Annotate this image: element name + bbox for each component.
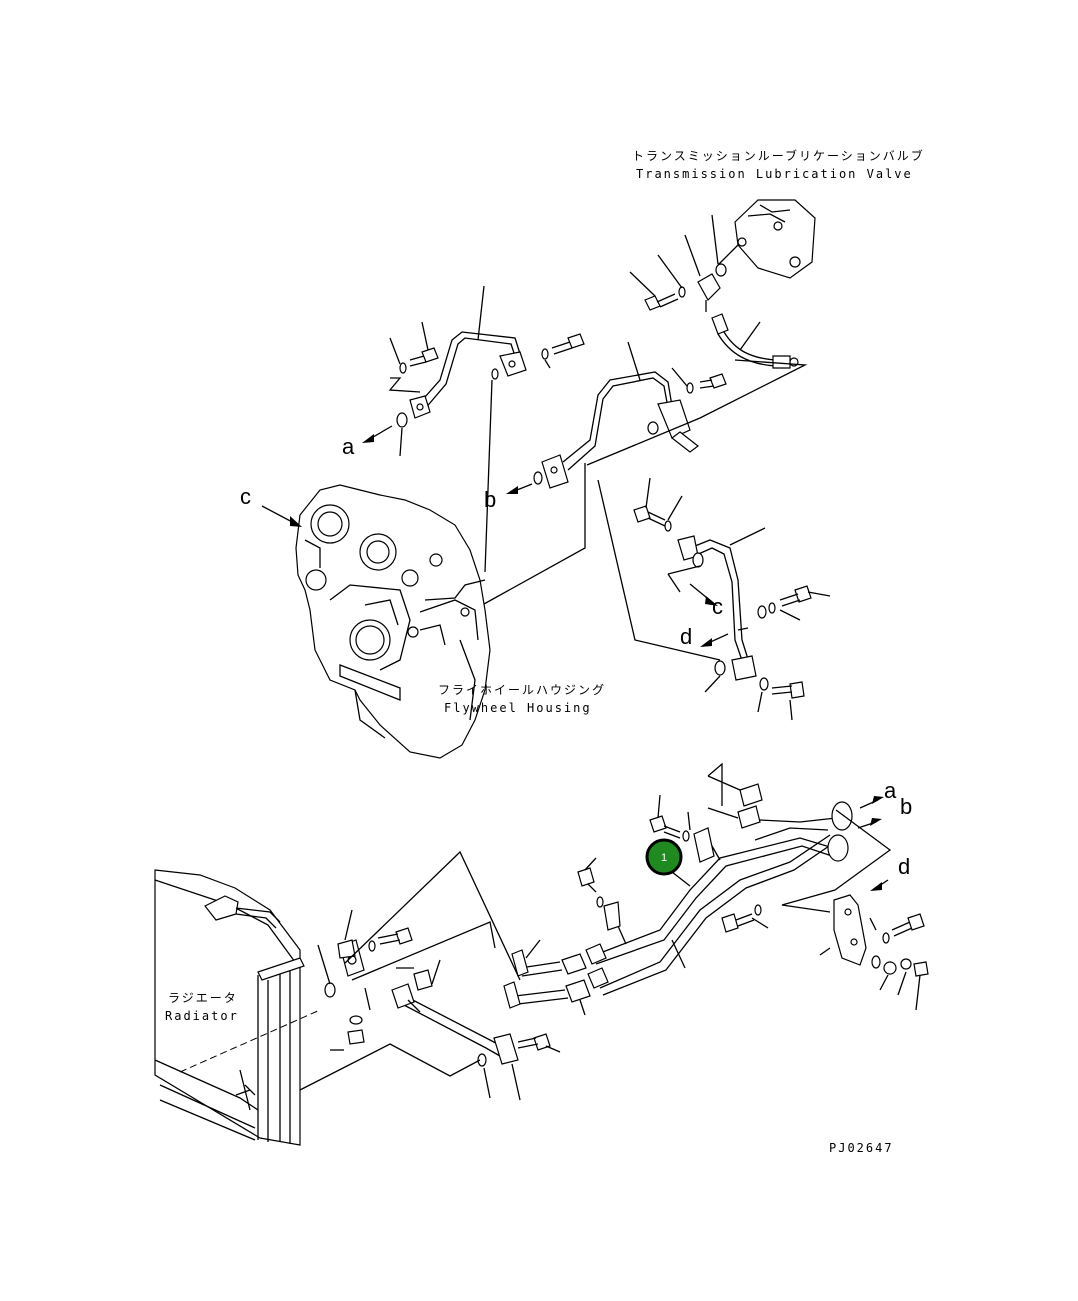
bolt-mid-right bbox=[671, 367, 727, 394]
transmission-lubrication-valve bbox=[717, 199, 816, 279]
tube-clamps bbox=[577, 794, 721, 945]
oil-cooler-tube-assembly bbox=[594, 762, 892, 996]
ref-c-mid: c bbox=[712, 594, 723, 619]
label-radiator-en: Radiator bbox=[165, 1009, 239, 1023]
ref-c-upper: c bbox=[240, 484, 251, 509]
label-flywheel-en: Flywheel Housing bbox=[444, 701, 592, 715]
ref-d-mid: d bbox=[680, 624, 692, 649]
ref-b-upper: b bbox=[484, 487, 496, 512]
label-transmission-jp: トランスミッションルーブリケーションバルブ bbox=[632, 148, 925, 163]
part-callout-1[interactable]: 1 bbox=[645, 838, 683, 876]
callout-leader bbox=[671, 871, 691, 887]
tube-upper-b bbox=[533, 341, 808, 489]
drawing-code: PJ02647 bbox=[829, 1141, 894, 1155]
ref-d-lower: d bbox=[898, 854, 910, 879]
ref-arrows-lower bbox=[857, 796, 889, 891]
tube-mid-c-d bbox=[597, 479, 766, 693]
label-flywheel-jp: フライホイールハウジング bbox=[438, 683, 606, 697]
part-callout-number: 1 bbox=[661, 852, 667, 864]
ref-arrows-upper bbox=[261, 425, 729, 647]
upper-elbow-hose bbox=[697, 263, 799, 369]
tube-upper-a bbox=[396, 285, 527, 573]
flywheel-housing bbox=[295, 463, 586, 759]
ref-b-lower: b bbox=[900, 794, 912, 819]
mounting-bracket bbox=[721, 894, 929, 1011]
ref-a-lower: a bbox=[884, 778, 897, 803]
label-radiator-jp: ラジエータ bbox=[168, 991, 238, 1005]
tube-lower-left bbox=[299, 850, 561, 1101]
radiator bbox=[154, 869, 321, 1146]
bolts-mid-assembly bbox=[633, 477, 831, 721]
bolts-upper-left bbox=[388, 321, 585, 393]
ref-a-upper: a bbox=[342, 434, 355, 459]
bolt-upper-right bbox=[629, 214, 719, 311]
label-transmission-en: Transmission Lubrication Valve bbox=[636, 167, 913, 181]
lower-tube-fittings bbox=[503, 939, 609, 1016]
